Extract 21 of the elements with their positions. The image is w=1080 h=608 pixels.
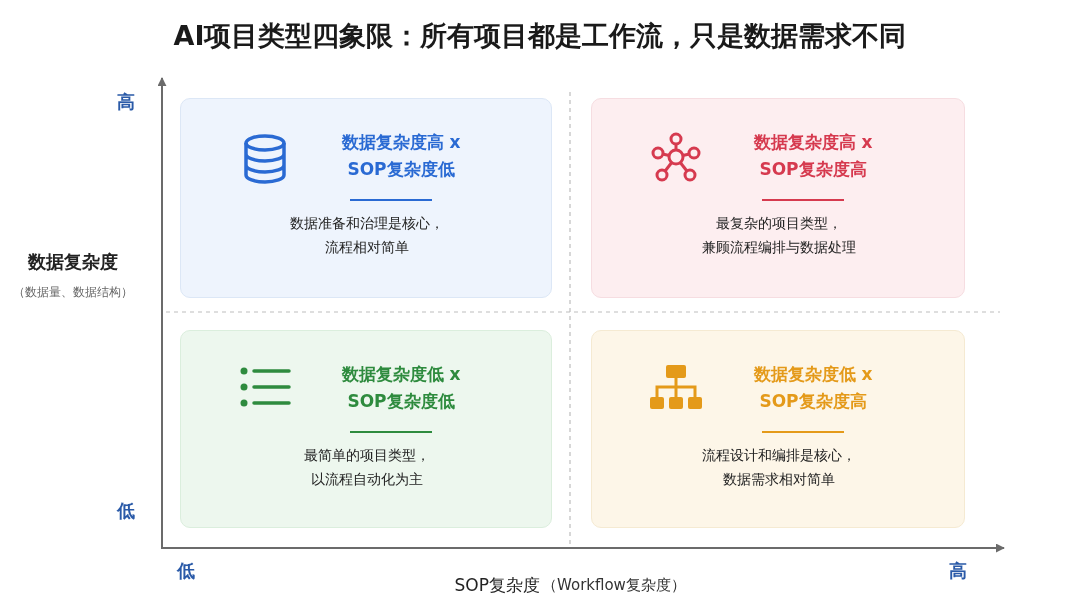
card-description: 最简单的项目类型，以流程自动化为主 [303,446,431,489]
axis-title: 数据复杂度 [26,250,119,274]
axis-level-label: 低 [115,499,136,523]
card-description: 最复杂的项目类型，兼顾流程编排与数据处理 [701,214,857,257]
card-heading: 数据复杂度低 x SOP复杂度高 [752,363,874,413]
card-description: 数据准备和治理是核心，流程相对简单 [289,214,445,257]
axis-level-label: 低 [175,559,196,583]
quadrant-card [180,330,552,528]
title: AI项目类型四象限：所有项目都是工作流，只是数据需求不同 [172,19,908,53]
quadrant-card [591,98,965,298]
card-heading: 数据复杂度低 x SOP复杂度低 [340,363,462,413]
axis-subtitle: （Workflow复杂度） [542,576,687,595]
card-heading: 数据复杂度高 x SOP复杂度高 [752,131,874,181]
card-description: 流程设计和编排是核心，数据需求相对简单 [701,446,857,489]
axis-level-label: 高 [116,90,136,114]
axis-level-label: 高 [948,559,968,583]
quadrant-card [591,330,965,528]
quadrant-card [180,98,552,298]
axis-subtitle: （数据量、数据结构） [11,284,134,301]
card-heading: 数据复杂度高 x SOP复杂度低 [340,131,462,181]
axis-title: SOP复杂度 [453,574,540,597]
